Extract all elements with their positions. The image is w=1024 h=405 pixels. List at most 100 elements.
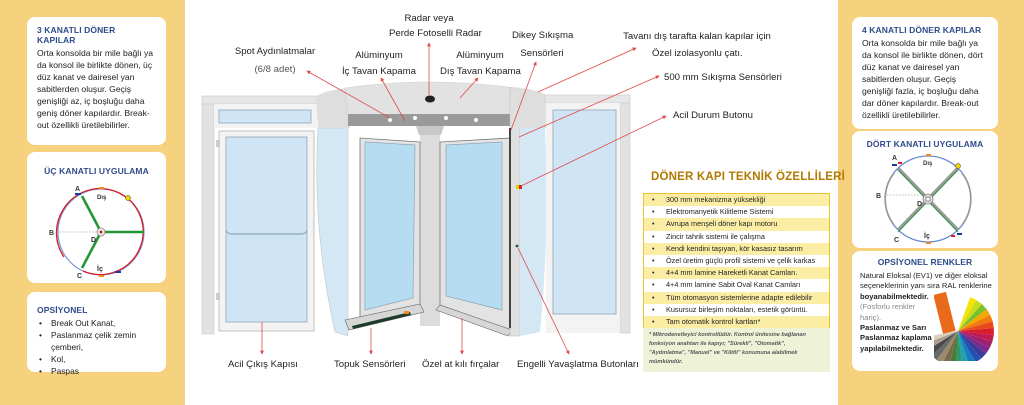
tech-specs-table: 300 mm mekanizma yüksekliği Elektromanye… [643, 193, 830, 330]
spot-light [474, 118, 478, 122]
label-vertical-sensors: Dikey Sıkışma Sensörleri [512, 30, 574, 60]
marker-blue [957, 233, 962, 235]
optional-list: Break Out Kanat, Paslanmaz çelik zemin ç… [37, 317, 156, 377]
color-swatch [958, 331, 990, 354]
label-radar-line2: Perde Fotoselli Radar [389, 28, 482, 39]
label-roof-line2: Özel izolasyonlu çatı. [652, 48, 743, 59]
ral-color-fan-icon [934, 291, 994, 361]
colors-line-muted: (Fosforlu renkler hariç). [860, 302, 916, 322]
spec-item: Zincir tahrik sistemi ile çalışma [644, 230, 829, 243]
optional-item: Paspas [37, 365, 156, 377]
color-swatch [958, 328, 994, 335]
emergency-exit-door [201, 95, 321, 335]
label-outer-ceiling: Alüminyum Dış Tavan Kapama [440, 50, 521, 78]
color-swatch [956, 331, 962, 361]
four-wing-diagram-title: DÖRT KANATLI UYGULAMA [866, 139, 984, 149]
color-swatch [958, 331, 993, 349]
spec-item: Elektromanyetik Kilitleme Sistemi [644, 206, 829, 219]
label-emergency-exit: Acil Çıkış Kapısı [228, 359, 298, 370]
marker-red [898, 162, 902, 164]
label-inner-line2: İç Tavan Kapama [342, 66, 416, 77]
color-swatch [958, 297, 977, 331]
color-swatch [934, 331, 958, 341]
label-spot-line1: Spot Aydınlatmalar [234, 46, 316, 57]
right-threshold [435, 304, 513, 337]
color-swatch [958, 309, 991, 331]
three-wing-layout-diagram: A B C D Dış İç [49, 186, 145, 279]
emergency-button [516, 185, 519, 189]
optional-item: Paslanmaz çelik zemin çemberi, [37, 329, 156, 353]
tech-specs-title: DÖNER KAPI TEKNİK ÖZELLİLERİ [651, 171, 846, 183]
three-wing-diagram-card: ÜÇ KANATLI UYGULAMA A B C D Dış İç [27, 152, 166, 283]
color-swatch [943, 331, 958, 361]
optional-item: Break Out Kanat, [37, 317, 156, 329]
colors-line: boyanabilmektedir. [860, 291, 929, 301]
label-inner-line1: Alüminyum [355, 50, 403, 61]
label-d: D [91, 237, 96, 244]
label-inside: İç [97, 265, 103, 273]
marker-blue [115, 271, 121, 273]
color-swatch [958, 315, 993, 331]
label-inside: İç [924, 232, 930, 240]
label-heel-sensors: Topuk Sensörleri [334, 359, 406, 370]
left-curved-glass [316, 127, 349, 337]
radar-sensor [425, 95, 435, 103]
label-b: B [49, 230, 54, 237]
color-swatch [958, 331, 986, 359]
right-side-panel [544, 94, 631, 334]
four-wing-info-card: 4 KANATLI DÖNER KAPILAR Orta konsolda bi… [852, 17, 998, 129]
spec-item: Avrupa menşeli döner kapı motoru [644, 218, 829, 231]
marker-yellow [125, 195, 131, 201]
label-roof: Tavanı dış tarafta kalan kapılar için Öz… [622, 31, 772, 60]
label-emergency-button: Acil Durum Butonu [673, 110, 753, 121]
optional-colors-title: OPSİYONEL RENKLER [877, 257, 973, 267]
spec-item: Tüm otomasyon sistemlerine adapte edileb… [644, 291, 829, 304]
label-outer-line2: Dış Tavan Kapama [440, 66, 521, 77]
spec-item: Özel üretim güçlü profil sistemi ve çeli… [644, 254, 829, 268]
label-c: C [77, 273, 82, 279]
four-wing-title: 4 KANATLI DÖNER KAPILAR [862, 25, 982, 35]
color-swatch [934, 331, 958, 360]
marker-yellow [955, 163, 961, 169]
label-d: D [917, 201, 922, 208]
color-swatch [958, 321, 994, 331]
right-curved-glass [520, 128, 547, 336]
spec-item: 4+4 mm lamine Hareketli Kanat Camları. [644, 267, 829, 280]
label-vertical-line2: Sensörleri [520, 48, 564, 59]
three-wing-title: 3 KANATLI DÖNER KAPILAR [37, 25, 116, 45]
color-swatch [958, 331, 982, 361]
three-wing-info-card: 3 KANATLI DÖNER KAPILAR Orta konsolda bi… [27, 17, 166, 145]
label-disabled-buttons: Engelli Yavaşlatma Butonları [517, 359, 639, 370]
canopy-inner [348, 114, 510, 126]
wall-arc [884, 172, 895, 226]
optional-features-card: OPSİYONEL Break Out Kanat, Paslanmaz çel… [27, 292, 166, 377]
color-swatch [958, 331, 994, 342]
four-wing-description: Orta konsolda bir mile bağlı ya da konso… [862, 38, 983, 120]
label-spot-line2: (6/8 adet) [254, 64, 296, 75]
tech-specs-list: 300 mm mekanizma yüksekliği Elektromanye… [643, 193, 830, 330]
label-radar: Radar veya Perde Fotoselli Radar [389, 13, 482, 40]
color-swatch [958, 304, 987, 331]
label-outer-line1: Alüminyum [456, 50, 504, 61]
spec-item: 4+4 mm lamine Sabit Oval Kanat Camları [644, 279, 829, 292]
marker-orange [926, 242, 931, 244]
center-pivot [925, 196, 931, 202]
marker-orange [99, 187, 104, 189]
label-vertical-line1: Dikey Sıkışma [512, 30, 574, 41]
three-wing-description: Orta konsolda bir mile bağlı ya da konso… [37, 48, 154, 130]
color-swatch [958, 300, 983, 331]
wing [80, 231, 103, 269]
optional-title: OPSİYONEL [37, 305, 88, 315]
label-500mm-sensors: 500 mm Sıkışma Sensörleri [664, 72, 782, 83]
spec-item: Kendi kendini taşıyan, kör kasasız tasar… [644, 242, 829, 255]
spot-light [413, 116, 417, 120]
control-footnote: * Mikrodenetleyici kontrollüdür. Kontrol… [643, 328, 830, 372]
label-a: A [75, 186, 80, 193]
marker-blue [892, 164, 897, 166]
left-curved-wall [316, 88, 350, 128]
right-post [509, 87, 521, 337]
wing [80, 195, 103, 233]
label-b: B [876, 193, 881, 200]
spec-item: 300 mm mekanizma yüksekliği [644, 194, 829, 207]
